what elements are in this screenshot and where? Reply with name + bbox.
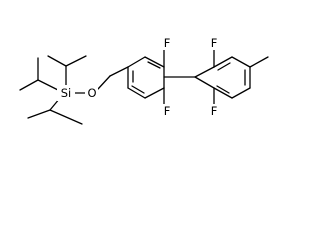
bond-top-iso-left xyxy=(47,55,67,67)
atom-labels: Si O F F F F xyxy=(57,36,220,118)
atom-f-lower-left: F xyxy=(164,104,171,118)
ring-bond xyxy=(127,87,146,99)
ring-bond xyxy=(213,56,233,68)
ring-double-bond xyxy=(217,62,231,71)
bond-top-iso-right xyxy=(65,55,87,67)
silyl-ether-linker xyxy=(74,66,129,94)
right-aromatic-ring xyxy=(194,47,269,109)
left-aromatic-ring xyxy=(127,47,165,109)
label-bg-o xyxy=(85,85,98,101)
atom-f-lower-right: F xyxy=(211,104,218,118)
ring-bond xyxy=(213,87,233,99)
atom-f-upper-right: F xyxy=(211,36,218,50)
label-bg-f-upper-right xyxy=(208,36,220,50)
label-bg-f-upper-left xyxy=(161,36,173,50)
atom-f-upper-left: F xyxy=(164,36,171,50)
ring-bond xyxy=(231,87,251,99)
ring-bond xyxy=(144,56,165,68)
ring-bond xyxy=(127,56,146,68)
molecule-structure-diagram: Si O F F F F xyxy=(19,36,269,125)
ring-bond xyxy=(231,56,251,68)
ring-bond xyxy=(194,66,215,78)
bond-ch2-ring xyxy=(109,66,129,77)
atom-o: O xyxy=(87,86,96,100)
ring-double-bond xyxy=(216,85,230,94)
bond-bottom-iso-left xyxy=(27,109,51,119)
bond-o-ch2 xyxy=(97,75,111,90)
bond-methyl xyxy=(249,56,269,68)
label-bg-f-lower-right xyxy=(208,104,220,118)
bond-bottom-iso-right xyxy=(49,109,83,125)
bond-left-iso-left xyxy=(19,79,39,91)
ring-bond xyxy=(194,76,215,89)
label-bg-si xyxy=(57,85,75,101)
atom-si: Si xyxy=(61,86,72,100)
ring-double-bond xyxy=(131,85,145,94)
ring-double-bond xyxy=(147,61,161,69)
triisopropylsilyl-group xyxy=(19,55,87,125)
label-bg-f-lower-left xyxy=(161,104,173,118)
bond-si-c-left xyxy=(37,79,59,91)
ring-bond xyxy=(144,87,165,99)
